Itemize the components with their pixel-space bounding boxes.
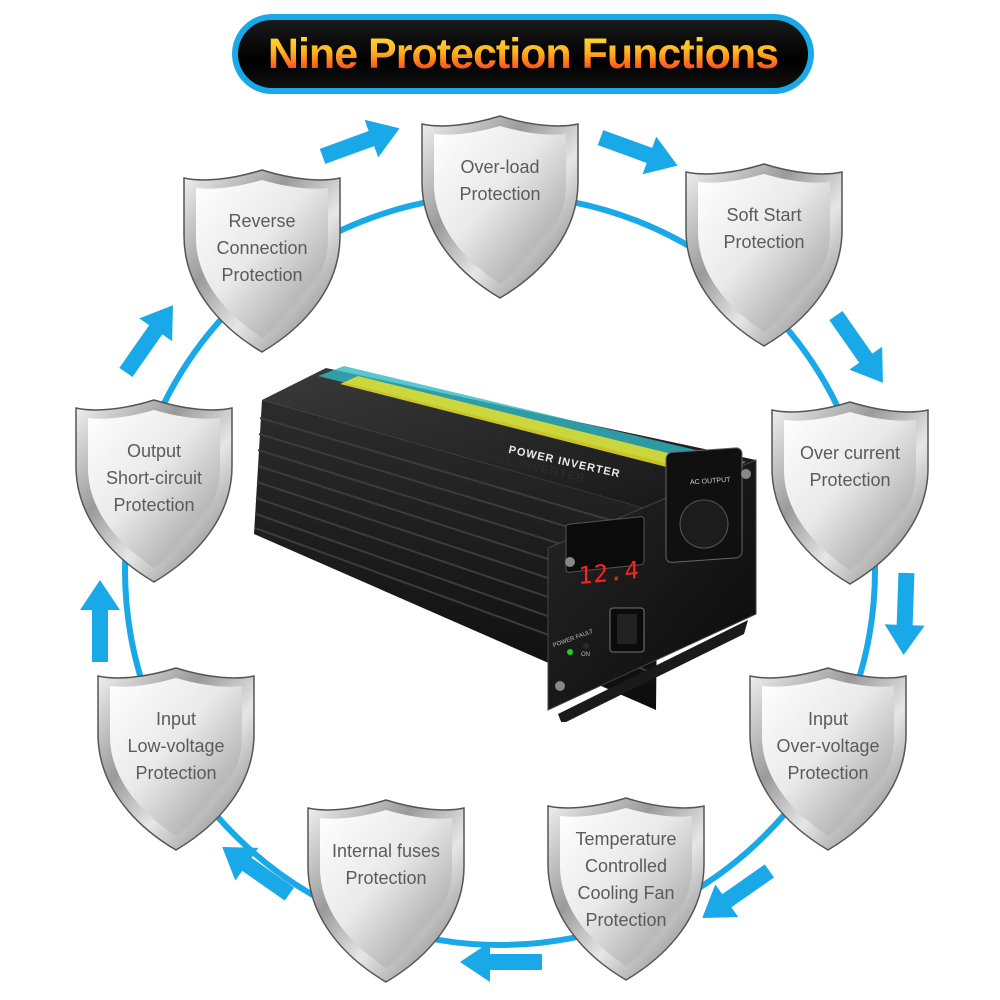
arrow-icon: [80, 580, 120, 662]
shield-icon: [75, 399, 233, 583]
shield-icon: [749, 667, 907, 851]
arrow-icon: [597, 130, 678, 175]
arrow-icon: [884, 572, 925, 655]
arrow-icon: [702, 864, 774, 918]
shield-icon: [183, 169, 341, 353]
shield-icon: [421, 115, 579, 299]
shield-icon: [547, 797, 705, 981]
arrow-icon: [460, 942, 542, 982]
inverter-display: 12.4: [576, 553, 642, 594]
cycle-arrows: [80, 119, 925, 982]
shield-icon: [771, 401, 929, 585]
shield-icon: [97, 667, 255, 851]
page-title: Nine Protection Functions: [267, 29, 779, 78]
arrow-icon: [222, 847, 294, 901]
display-value: 12.4: [578, 555, 640, 591]
arrow-icon: [119, 305, 173, 377]
title-banner-core: Nine Protection Functions: [238, 20, 808, 88]
inverter-image: [254, 366, 757, 724]
title-banner: Nine Protection Functions: [232, 14, 814, 94]
shield-icon: [685, 163, 843, 347]
power-inverter: 12.4 POWER INVERTER PURE SINE INVERTER A…: [248, 362, 758, 724]
arrow-icon: [319, 119, 400, 164]
shield-icon: [307, 799, 465, 983]
arrow-icon: [829, 311, 883, 383]
switch-label: ON: [581, 652, 590, 658]
